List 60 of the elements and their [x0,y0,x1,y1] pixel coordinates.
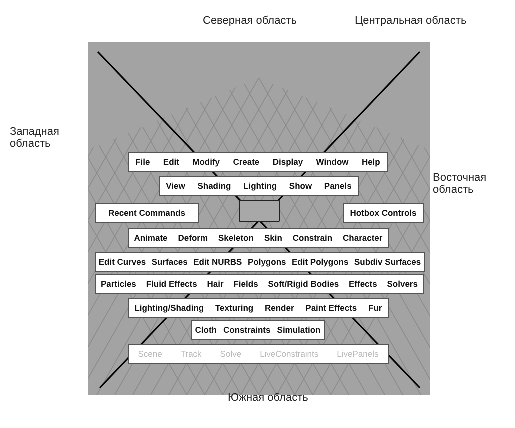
menu-item: Fields [234,279,258,289]
menu-item: Lighting [244,181,278,191]
region-label: Восточная область [433,172,488,196]
menu-item: Render [264,303,294,313]
menu-item: Track [180,349,202,359]
menu-bar [191,320,325,340]
menu-item: Window [316,157,349,167]
menu-button: Hotbox Controls [343,203,424,223]
region-label: Северная область [203,15,297,27]
menu-item: Effects [348,279,378,289]
region-label: Южная область [228,392,308,404]
menu-item: Scene [138,349,162,359]
menu-item: Edit NURBS [194,257,242,267]
menu-bar [128,298,389,318]
menu-item: Display [272,157,304,167]
menu-item: Skeleton [218,233,254,243]
region-label: Центральная область [355,15,467,27]
menu-item: Modify [192,157,220,167]
menu-item: Skin [264,233,282,243]
menu-button: Recent Commands [95,203,199,223]
menu-item: Edit Curves [98,257,146,267]
menu-item: LiveConstraints [260,349,319,359]
region-label: Западная область [10,126,60,150]
menu-item: Cloth [195,325,217,335]
menu-bar [95,274,424,294]
menu-item: View [166,181,186,191]
center-box [239,200,280,222]
menu-bar [159,176,359,196]
menu-item: Surfaces [152,257,188,267]
menu-bar [128,152,388,172]
menu-item: Polygons [248,257,286,267]
menu-item: Hair [207,279,224,289]
menu-item: Show [289,181,312,191]
menu-item: Create [233,157,260,167]
menu-item: Solve [220,349,242,359]
menu-item: Constrain [292,233,333,243]
menu-item: Constraints [224,325,271,335]
menu-item: Subdiv Surfaces [354,257,422,267]
menu-item: Simulation [277,325,321,335]
menu-item: Solvers [387,279,418,289]
menu-item: LivePanels [337,349,379,359]
menu-item: Edit Polygons [292,257,349,267]
menu-item: Fluid Effects [146,279,198,289]
menu-item: Character [343,233,383,243]
menu-item: Deform [178,233,208,243]
menu-item: Shading [198,181,232,191]
menu-item: Soft/Rigid Bodies [268,279,340,289]
menu-item: Paint Effects [306,303,358,313]
menu-bar [128,228,389,248]
menu-item: Animate [134,233,168,243]
menu-item: Edit [163,157,180,167]
menu-item: Panels [324,181,352,191]
menu-item: Particles [100,279,136,289]
menu-item: File [136,157,150,167]
menu-item: Texturing [215,303,254,313]
menu-bar [95,252,425,272]
menu-item: Fur [368,303,382,313]
menu-bar [128,344,389,364]
menu-item: Lighting/Shading [134,303,204,313]
menu-item: Help [362,157,380,167]
